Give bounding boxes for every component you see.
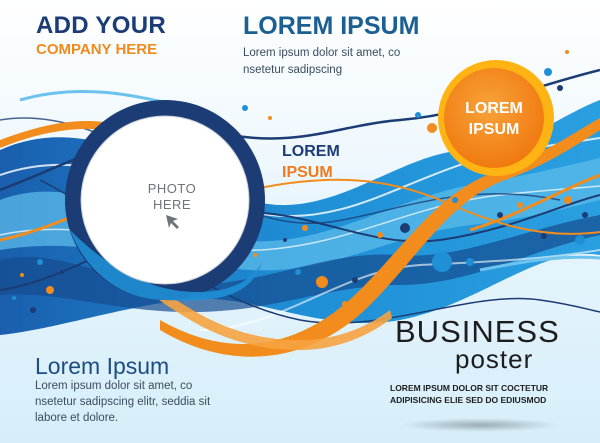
orange-ribbon [160,118,600,357]
business-subtitle: poster [455,344,534,374]
header-title: LOREM IPSUM [243,12,420,40]
middle-label-line1: LOREM [282,143,340,160]
orange-ribbon [130,270,392,350]
middle-label-line2: IPSUM [282,164,333,181]
company-name-line1: ADD YOUR [36,12,166,39]
photo-ring-wave [70,230,262,301]
confetti-dots [12,50,588,313]
photo-circle-shadow [80,115,250,285]
light-blue-line [479,255,600,272]
business-title: BUSINESS [395,314,560,349]
orange-ribbon [0,120,120,148]
orange-line [249,178,600,235]
header-body-text: Lorem ipsum dolor sit amet, co nsetetur … [243,47,401,76]
orange-circle-label: LOREM IPSUM [465,100,523,138]
business-body-text: LOREM IPSUM DOLOR SIT COCTETUR ADIPISICI… [390,383,549,405]
photo-placeholder-text: PHOTO HERE [147,181,197,212]
cursor-arrow-icon [166,215,179,229]
drop-shadow [400,418,560,432]
company-name-line2: COMPANY HERE [36,41,158,58]
bottom-left-title: Lorem Ipsum [35,353,170,379]
photo-circle-frame [81,116,249,284]
orange-circle-inner [444,68,544,168]
white-curve [199,249,600,331]
bottom-left-body-text: Lorem ipsum dolor sit amet, co nsetetur … [35,380,211,424]
orange-line [469,173,600,232]
